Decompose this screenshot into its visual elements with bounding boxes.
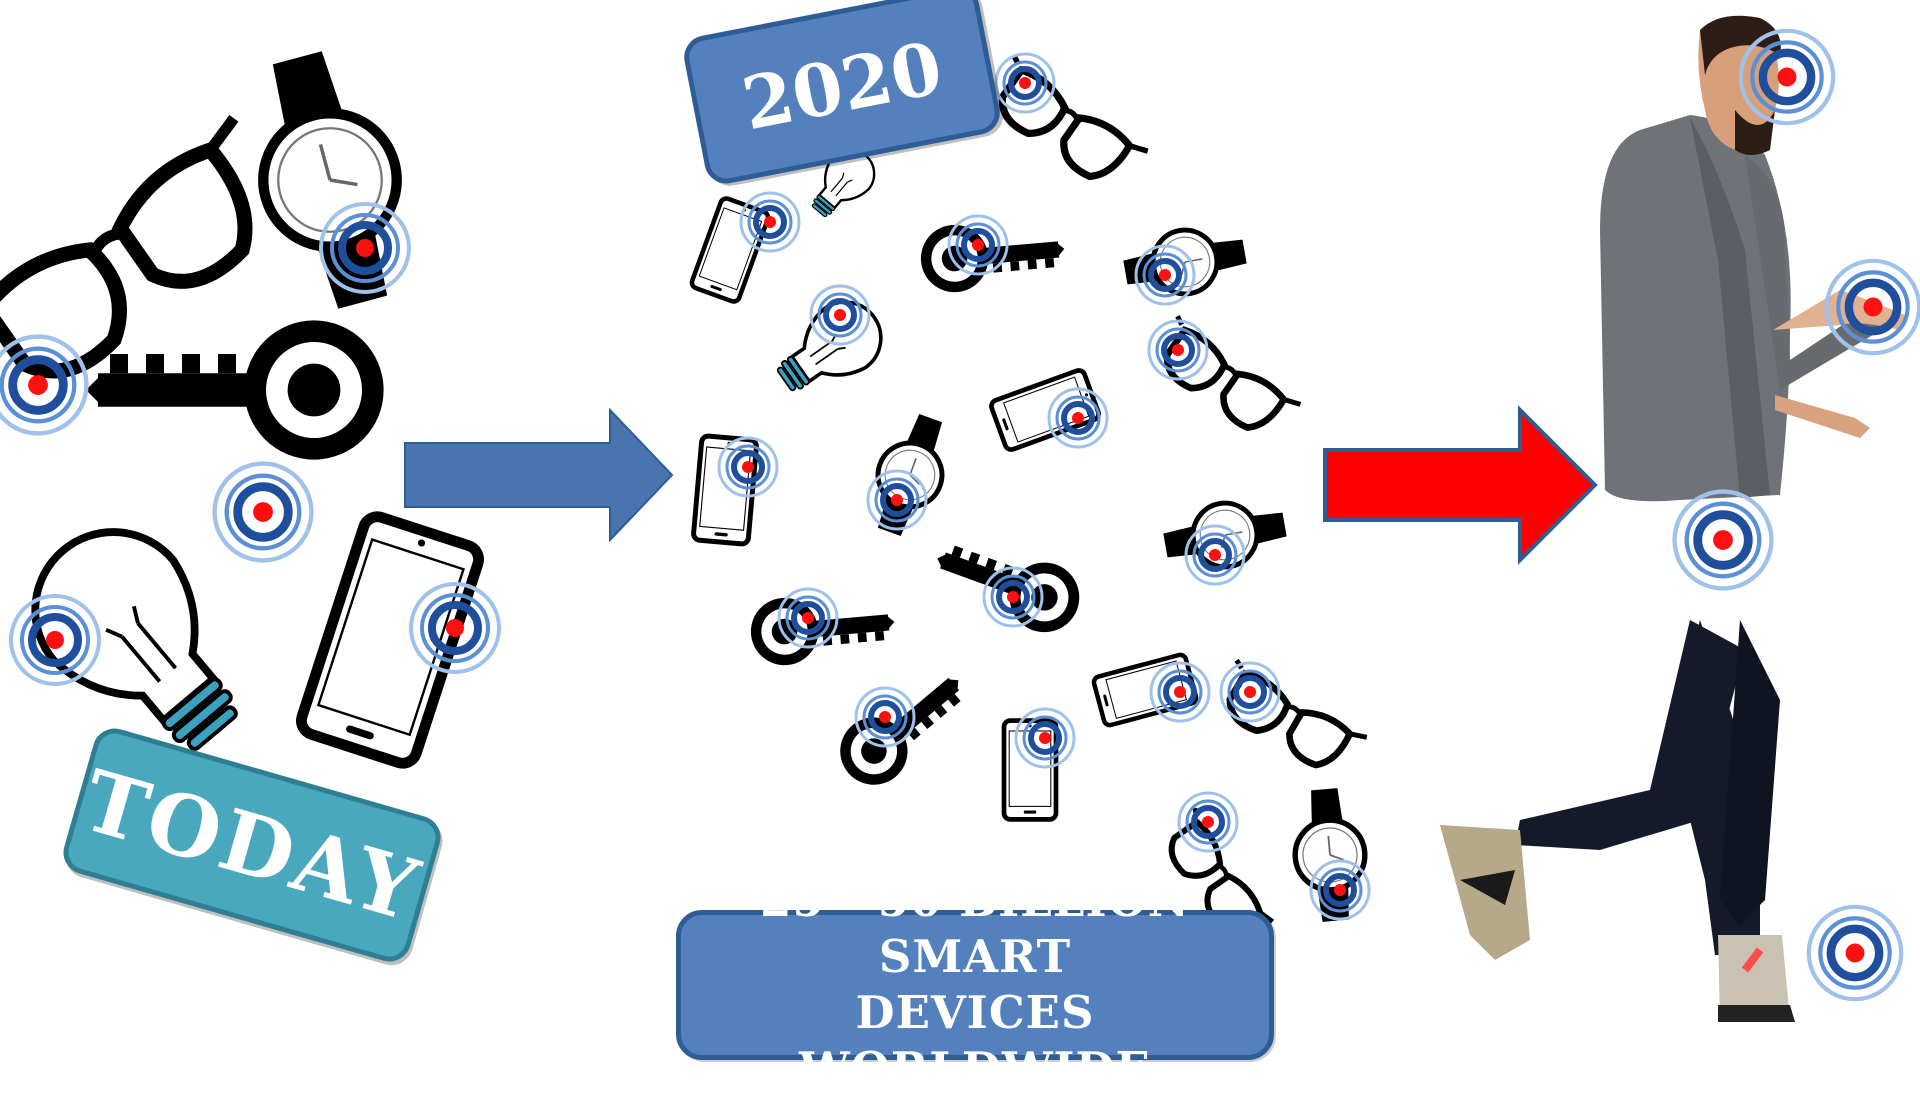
today-devices	[0, 41, 499, 783]
radio-target-icon	[856, 688, 914, 746]
radio-target-icon	[984, 568, 1042, 626]
smartphone-icon	[298, 513, 483, 767]
radio-target-icon	[1016, 709, 1074, 767]
radio-target-icon	[779, 589, 837, 647]
device-count-label: 25 - 50 BILLION SMART DEVICES WORLDWIDE	[676, 874, 1274, 1095]
blue-arrow	[404, 407, 674, 543]
radio-target-icon	[1151, 663, 1209, 721]
radio-target-icon	[996, 54, 1054, 112]
radio-target-icon	[1186, 526, 1244, 584]
radio-target-icon	[811, 286, 869, 344]
device-count-line-1: 25 - 50 BILLION SMART	[760, 873, 1190, 983]
radio-target-icon	[1049, 389, 1107, 447]
radio-target-icon	[1136, 246, 1194, 304]
future-devices	[690, 54, 1370, 948]
device-count-line-2: DEVICES WORLDWIDE	[799, 986, 1151, 1096]
radio-target-icon	[1675, 492, 1772, 589]
radio-target-icon	[215, 464, 312, 561]
smart-devices-diagram	[0, 15, 1920, 1022]
radio-target-icon	[949, 216, 1007, 274]
key-icon	[748, 588, 898, 668]
radio-target-icon	[1221, 663, 1279, 721]
key-icon	[918, 215, 1068, 295]
red-arrow	[1323, 405, 1598, 565]
key-icon	[85, 320, 384, 460]
radio-target-icon	[1809, 907, 1901, 999]
radio-target-icon	[1149, 321, 1207, 379]
radio-target-icon	[719, 438, 777, 496]
radio-target-icon	[1311, 861, 1369, 919]
radio-target-icon	[868, 471, 926, 529]
radio-target-icon	[741, 193, 799, 251]
radio-target-icon	[1179, 793, 1237, 851]
